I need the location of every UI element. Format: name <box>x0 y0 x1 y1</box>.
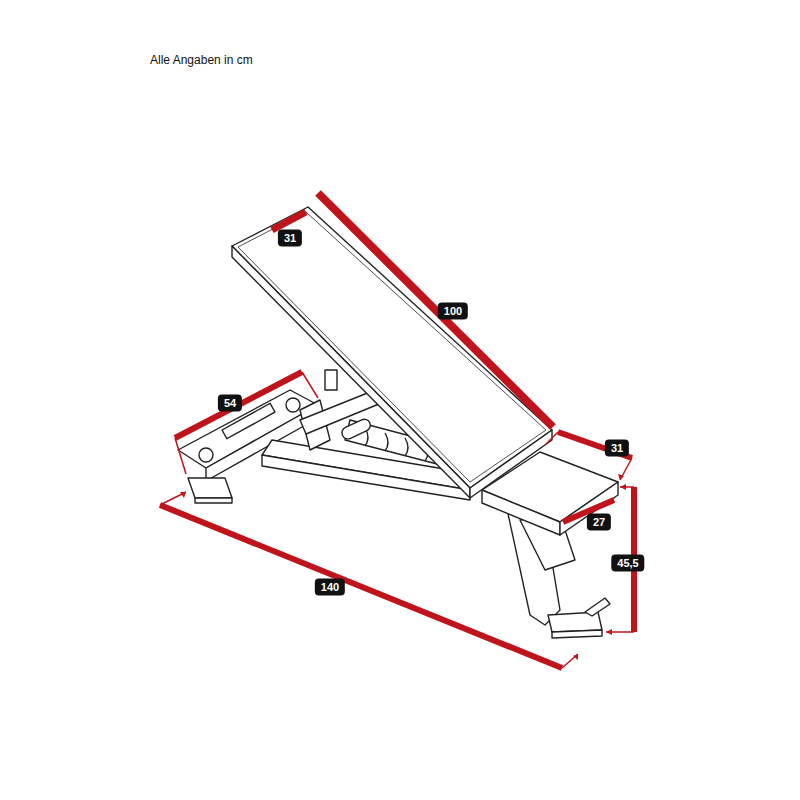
dimension-label: 100 <box>438 303 468 320</box>
dimension-label: 31 <box>605 440 629 457</box>
dimension-label: 140 <box>315 579 345 596</box>
dimension-label: 54 <box>218 395 242 412</box>
dimension-label: 31 <box>278 230 302 247</box>
unit-note: Alle Angaben in cm <box>150 53 253 67</box>
dimension-label: 27 <box>587 514 611 531</box>
dimension-label: 45,5 <box>611 555 644 572</box>
